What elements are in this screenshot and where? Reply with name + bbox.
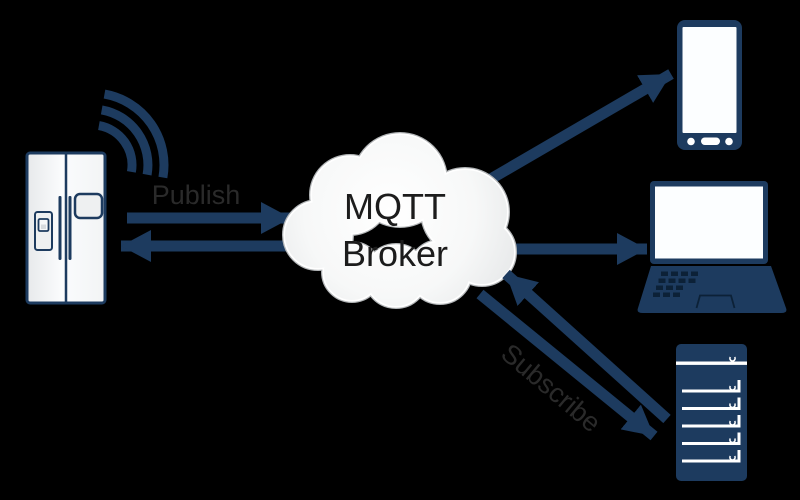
broker-label-line1: MQTT xyxy=(344,186,446,227)
cloud-icon: MQTT Broker xyxy=(285,135,514,306)
laptop-icon xyxy=(637,181,787,313)
wifi-signal-icon xyxy=(97,89,169,179)
smartphone-icon xyxy=(677,20,742,150)
laptop-touchpad xyxy=(695,294,736,309)
broker-to-server-arrow xyxy=(476,289,658,441)
broker-label-line2: Broker xyxy=(342,233,448,274)
publish-label: Publish xyxy=(152,180,241,210)
refrigerator-icon xyxy=(25,151,107,305)
server-icon xyxy=(676,344,747,481)
subscribe-arrow xyxy=(502,269,671,424)
laptop-keyboard xyxy=(653,271,698,297)
